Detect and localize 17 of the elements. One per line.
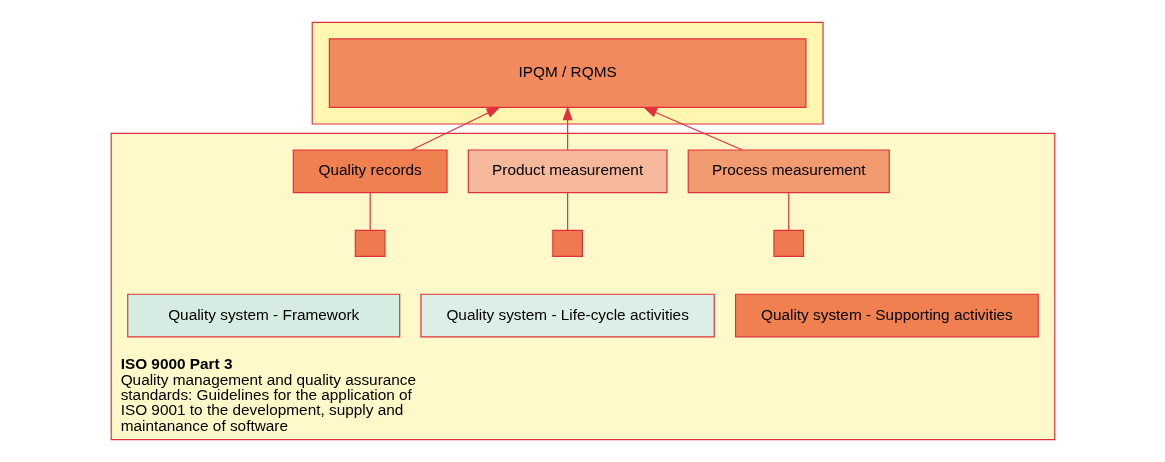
node-box bbox=[551, 229, 583, 257]
arrow bbox=[562, 106, 573, 151]
arrow bbox=[410, 106, 501, 151]
node-box: Process measurement bbox=[687, 149, 890, 194]
node-box: Quality system - Supporting activities bbox=[734, 293, 1039, 338]
node-box: Quality system - Life-cycle activities bbox=[419, 293, 715, 338]
node-box bbox=[772, 229, 804, 257]
arrow bbox=[642, 106, 742, 151]
node-box: IPQM / RQMS bbox=[328, 38, 806, 109]
node-box: Quality records bbox=[292, 149, 448, 194]
node-box bbox=[354, 229, 385, 257]
connector bbox=[369, 192, 371, 231]
node-box: Quality system - Framework bbox=[126, 293, 400, 338]
connector bbox=[787, 192, 789, 231]
connector bbox=[566, 192, 568, 231]
node-box: Product measurement bbox=[467, 149, 668, 194]
cluster bbox=[311, 21, 824, 125]
